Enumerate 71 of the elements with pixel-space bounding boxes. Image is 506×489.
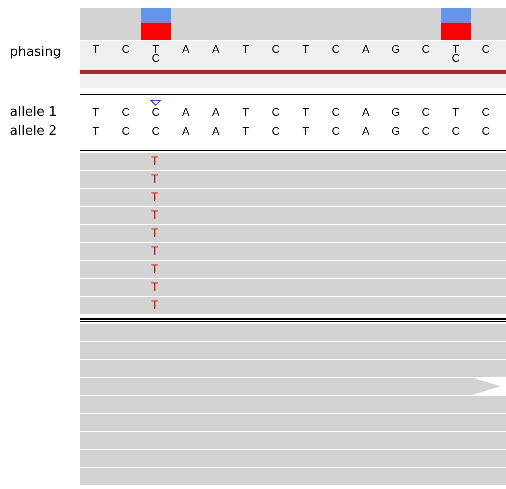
read-bar [80, 396, 506, 413]
base-letter: T [92, 44, 100, 56]
base-letter: G [390, 44, 402, 56]
read-bar [80, 324, 506, 341]
base-letter: C [121, 126, 131, 138]
base-letter: C [481, 107, 491, 119]
base-letter: C [271, 44, 281, 56]
read-bar [80, 297, 506, 314]
read-bar [80, 207, 506, 224]
base-letter: C [121, 44, 131, 56]
base-letter: C [121, 107, 131, 119]
track-name: phasing [10, 45, 62, 60]
base-letter: T [302, 126, 310, 138]
read-bar [80, 360, 506, 377]
mismatch-base: T [150, 298, 160, 313]
read-bar [80, 414, 506, 431]
base-letter: G [390, 107, 402, 119]
read-bar [80, 342, 506, 359]
track-name: allele 2 [10, 124, 58, 139]
track-name: allele 1 [10, 105, 58, 120]
base-letter: T [302, 44, 310, 56]
base-letter: C [451, 126, 461, 138]
base-letter: C [451, 53, 461, 65]
base-letter: C [151, 53, 161, 65]
mismatch-base: T [150, 208, 160, 223]
read-bar [80, 153, 506, 170]
read-bar [80, 432, 506, 449]
base-letter: A [181, 44, 191, 56]
base-letter: C [271, 126, 281, 138]
read-bar [80, 189, 506, 206]
mismatch-base: T [150, 244, 160, 259]
base-letter: A [181, 107, 191, 119]
base-letter: T [452, 107, 460, 119]
base-letter: G [390, 126, 402, 138]
base-letter: T [92, 107, 100, 119]
base-letter: C [151, 107, 161, 119]
base-letter: C [481, 44, 491, 56]
base-letter: T [302, 107, 310, 119]
read-bar [80, 279, 506, 296]
mismatch-base: T [150, 154, 160, 169]
base-letter: C [421, 126, 431, 138]
base-letter: C [481, 126, 491, 138]
read-bar [80, 171, 506, 188]
base-letter: T [92, 126, 100, 138]
read-bar [80, 261, 506, 278]
base-letter: A [211, 107, 221, 119]
base-letter: C [421, 44, 431, 56]
base-letter: A [361, 126, 371, 138]
read-bar [80, 225, 506, 242]
read-bar [80, 243, 506, 260]
base-letter: C [151, 126, 161, 138]
base-letter: C [421, 107, 431, 119]
base-letter: T [242, 107, 250, 119]
base-letter: T [242, 44, 250, 56]
base-letter: C [331, 126, 341, 138]
base-letter: T [242, 126, 250, 138]
base-letter: A [361, 107, 371, 119]
base-letter: A [211, 126, 221, 138]
base-letter: C [331, 44, 341, 56]
base-letter: A [181, 126, 191, 138]
base-letter: A [211, 44, 221, 56]
read-bar [80, 468, 506, 485]
mismatch-base: T [150, 262, 160, 277]
base-letter: C [331, 107, 341, 119]
mismatch-base: T [150, 190, 160, 205]
mismatch-base: T [150, 226, 160, 241]
mismatch-base: T [150, 280, 160, 295]
read-bar [80, 450, 506, 467]
base-letter: C [271, 107, 281, 119]
base-letter: A [361, 44, 371, 56]
mismatch-base: T [150, 172, 160, 187]
